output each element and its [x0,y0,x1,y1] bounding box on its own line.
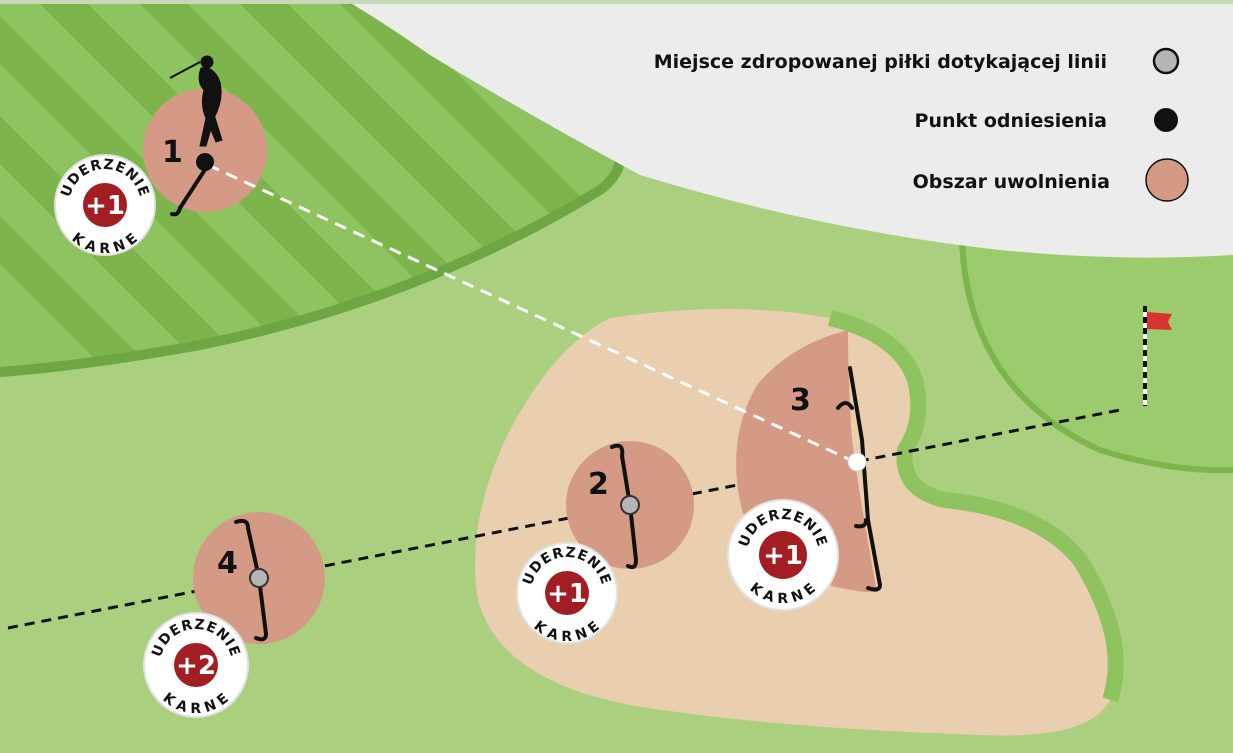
reference-point-1 [196,153,214,171]
legend-dropped-ball-icon [1152,47,1180,75]
legend-panel [345,0,1233,258]
relief-area-1 [143,88,267,212]
penalty-badge-4: UDERZENIE +2 KARNE [143,612,249,718]
dropped-ball-4 [249,568,269,588]
legend-label-dropped-ball: Miejsce zdropowanej piłki dotykającej li… [654,51,1107,73]
svg-text:+1: +1 [547,579,587,609]
option-number-2: 2 [588,467,609,502]
green-edge [959,239,1233,474]
reference-line [7,408,1121,630]
putting-green [962,240,1233,471]
legend-reference-point-icon [1154,108,1178,132]
svg-text:+1: +1 [763,541,803,571]
svg-text:+2: +2 [176,651,216,681]
legend-label-relief-area: Obszar uwolnienia [913,171,1110,193]
penalty-badge-1: UDERZENIE +1 KARNE [54,154,156,257]
legend: Miejsce zdropowanej piłki dotykającej li… [654,47,1189,202]
option-number-1: 1 [162,135,183,170]
legend-relief-area-icon [1145,158,1189,202]
dropped-ball-2 [620,495,640,515]
penalty-badge-2: UDERZENIE +1 KARNE [516,542,618,645]
legend-label-reference-point: Punkt odniesienia [915,110,1107,132]
option-number-4: 4 [217,546,238,581]
option-number-3: 3 [790,383,811,418]
svg-text:+1: +1 [85,191,125,221]
ball-in-bunker [847,452,867,472]
penalty-badge-3: UDERZENIE +1 KARNE [727,499,839,611]
golfer-icon [169,55,223,147]
flag-icon [1143,306,1172,406]
